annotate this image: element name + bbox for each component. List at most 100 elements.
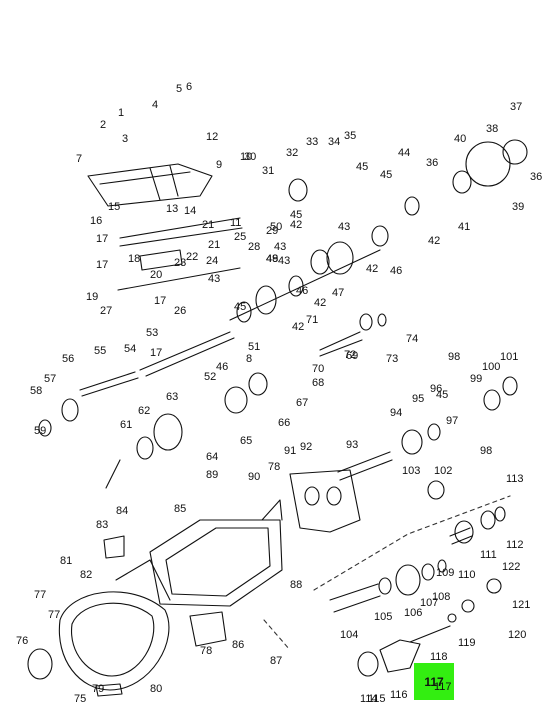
callout-99: 99 <box>470 373 482 385</box>
callout-17: 17 <box>96 233 108 245</box>
callout-49: 49 <box>266 253 278 265</box>
callout-55: 55 <box>94 345 106 357</box>
callout-70: 70 <box>312 363 324 375</box>
callout-42: 42 <box>290 219 302 231</box>
callout-93: 93 <box>346 439 358 451</box>
callout-116: 116 <box>390 689 408 701</box>
callout-45: 45 <box>234 301 246 313</box>
callout-41: 41 <box>458 221 470 233</box>
callout-3: 3 <box>122 133 128 145</box>
callout-4: 4 <box>152 99 158 111</box>
callout-15: 15 <box>108 201 120 213</box>
callout-33: 33 <box>306 136 318 148</box>
callout-5: 5 <box>176 83 182 95</box>
callout-31: 31 <box>262 165 274 177</box>
callout-14: 14 <box>184 205 196 217</box>
callout-37: 37 <box>510 101 522 113</box>
callout-17: 17 <box>96 259 108 271</box>
callout-36: 36 <box>426 157 438 169</box>
callout-76: 76 <box>16 635 28 647</box>
callout-77: 77 <box>34 589 46 601</box>
callout-74: 74 <box>406 333 418 345</box>
callout-44: 44 <box>398 147 410 159</box>
callout-71: 71 <box>306 314 318 326</box>
callout-114: 114 <box>360 693 378 705</box>
callout-45: 45 <box>380 169 392 181</box>
callout-97: 97 <box>446 415 458 427</box>
callout-48: 48 <box>266 253 278 265</box>
callout-21: 21 <box>202 219 214 231</box>
callout-6: 6 <box>186 81 192 93</box>
callout-38: 38 <box>486 123 498 135</box>
callout-18: 18 <box>128 253 140 265</box>
callout-75: 75 <box>74 693 86 705</box>
callout-68: 68 <box>312 377 324 389</box>
callout-119: 119 <box>458 637 476 649</box>
callout-42: 42 <box>428 235 440 247</box>
highlighted-callout-label: 117 <box>424 675 444 689</box>
callout-9: 9 <box>216 159 222 171</box>
callout-52: 52 <box>204 371 216 383</box>
callout-66: 66 <box>278 417 290 429</box>
callout-45: 45 <box>290 209 302 221</box>
callout-69: 69 <box>346 350 358 362</box>
callout-108: 108 <box>432 591 450 603</box>
callout-50: 50 <box>270 221 282 233</box>
callout-106: 106 <box>404 607 422 619</box>
callout-17: 17 <box>154 295 166 307</box>
callout-42: 42 <box>366 263 378 275</box>
callout-62: 62 <box>138 405 150 417</box>
callout-40: 40 <box>454 133 466 145</box>
callout-87: 87 <box>270 655 282 667</box>
callout-25: 25 <box>234 231 246 243</box>
callout-117: 117 <box>434 681 452 693</box>
callout-23: 23 <box>174 257 186 269</box>
callout-10: 10 <box>240 151 252 163</box>
callout-122: 122 <box>502 561 520 573</box>
callout-16: 16 <box>90 215 102 227</box>
output-shaft-assembly <box>329 583 381 613</box>
callout-115: 115 <box>368 693 386 705</box>
callout-98: 98 <box>480 445 492 457</box>
top-cover-plate <box>87 163 213 207</box>
callout-77: 77 <box>48 609 60 621</box>
callout-46: 46 <box>216 361 228 373</box>
callout-58: 58 <box>30 385 42 397</box>
main-case <box>149 519 283 607</box>
callout-92: 92 <box>300 441 312 453</box>
callout-82: 82 <box>80 569 92 581</box>
countershaft <box>229 249 381 321</box>
callout-47: 47 <box>332 287 344 299</box>
bell-housing <box>58 591 170 691</box>
callout-65: 65 <box>240 435 252 447</box>
callout-12: 12 <box>206 131 218 143</box>
callout-121: 121 <box>512 599 530 611</box>
callout-24: 24 <box>206 255 218 267</box>
callout-39: 39 <box>512 201 524 213</box>
callout-112: 112 <box>506 539 524 551</box>
callout-22: 22 <box>186 251 198 263</box>
callout-43: 43 <box>338 221 350 233</box>
callout-90: 90 <box>248 471 260 483</box>
callout-19: 19 <box>86 291 98 303</box>
callout-54: 54 <box>124 343 136 355</box>
callout-84: 84 <box>116 505 128 517</box>
callout-67: 67 <box>296 397 308 409</box>
callout-105: 105 <box>374 611 392 623</box>
callout-118: 118 <box>430 651 448 663</box>
callout-27: 27 <box>100 305 112 317</box>
callout-98: 98 <box>448 351 460 363</box>
callout-42: 42 <box>292 321 304 333</box>
rear-housing <box>289 469 361 533</box>
callout-7: 7 <box>76 153 82 165</box>
callout-113: 113 <box>506 473 524 485</box>
callout-61: 61 <box>120 419 132 431</box>
callout-64: 64 <box>206 451 218 463</box>
callout-110: 110 <box>458 569 476 581</box>
callout-103: 103 <box>402 465 420 477</box>
callout-13: 13 <box>166 203 178 215</box>
callout-94: 94 <box>390 407 402 419</box>
